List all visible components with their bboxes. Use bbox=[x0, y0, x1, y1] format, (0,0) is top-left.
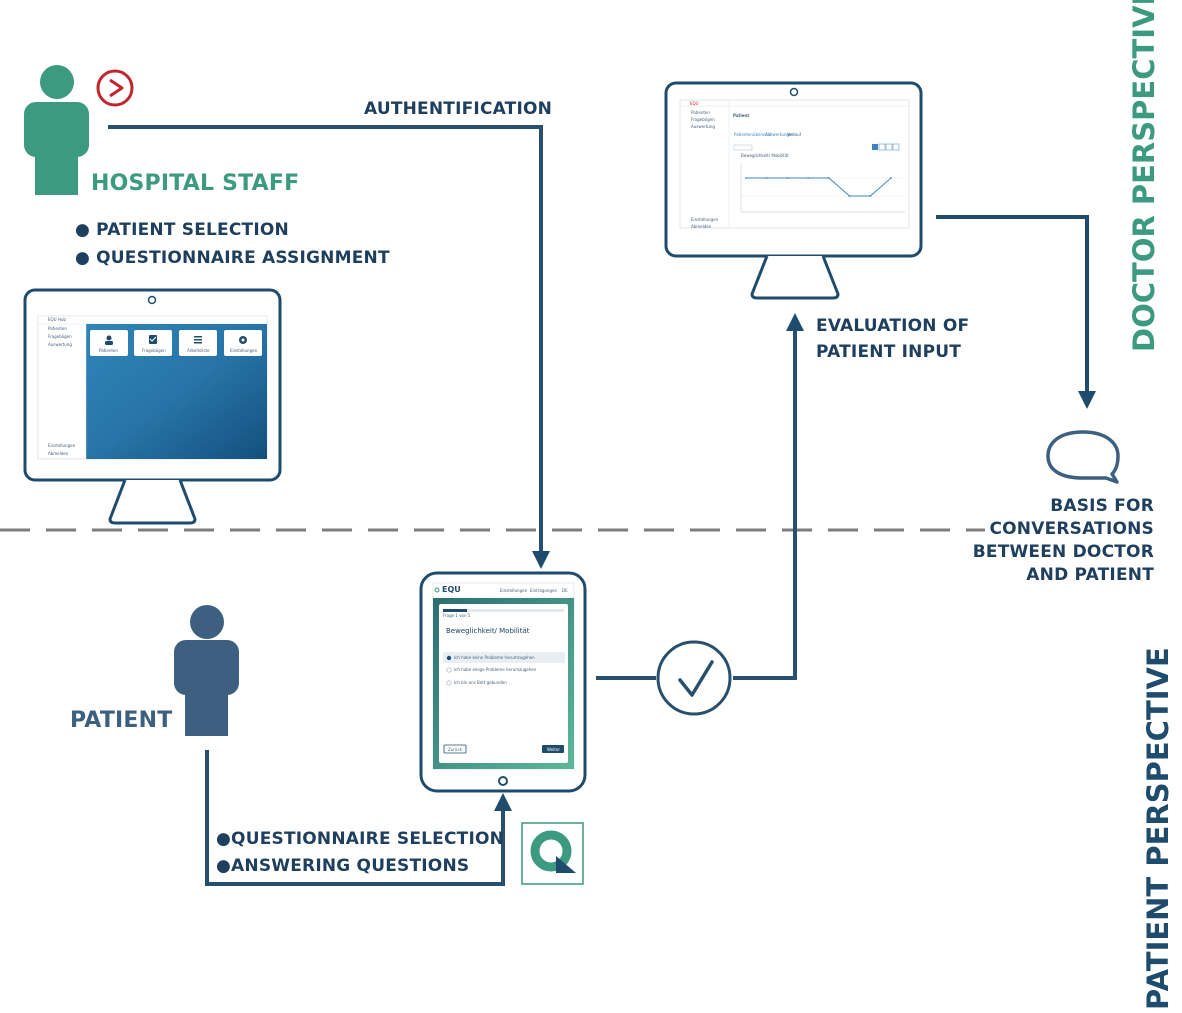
tablet-language-select[interactable]: DE bbox=[562, 588, 568, 593]
tablet-back-button[interactable]: Zurück bbox=[448, 747, 462, 752]
doctor-page-title: Patient bbox=[733, 113, 750, 118]
doctor-sidebar-item[interactable]: Einstellungen bbox=[691, 217, 719, 222]
authentification-connector bbox=[108, 125, 550, 569]
staff-app-title: EQU Hub bbox=[48, 317, 66, 322]
staff-task-patient-selection: ● PATIENT SELECTION bbox=[75, 220, 289, 240]
doctor-perspective-label: DOCTOR PERSPECTIVE bbox=[1127, 0, 1161, 352]
patient-task-label: QUESTIONNAIRE SELECTION bbox=[231, 829, 505, 849]
staff-sidebar-item[interactable]: Patienten bbox=[48, 326, 67, 331]
basis-label-line2: CONVERSATIONS bbox=[989, 519, 1154, 539]
authentification-label: AUTHENTIFICATION bbox=[364, 99, 553, 119]
doctor-chart-point bbox=[765, 177, 768, 179]
doctor-monitor bbox=[664, 81, 923, 300]
doctor-sidebar-item[interactable]: Patienten bbox=[691, 110, 710, 115]
doctor-chart-point bbox=[745, 177, 747, 179]
tablet-answer-option[interactable]: Ich habe keine Probleme herumzugehen bbox=[454, 655, 535, 660]
doctor-sidebar-item[interactable]: Auswertung bbox=[691, 124, 715, 129]
doctor-chart-point bbox=[807, 177, 810, 179]
tablet-answer-option[interactable]: Ich habe einige Probleme herumzugehen bbox=[454, 667, 537, 672]
speech-bubble-icon bbox=[1046, 430, 1120, 484]
doctor-chart-point bbox=[848, 195, 851, 197]
doctor-chart-marks bbox=[745, 177, 892, 197]
hospital-staff-icon bbox=[24, 65, 89, 195]
basis-label-line3: BETWEEN DOCTOR bbox=[972, 542, 1154, 562]
staff-tile-label[interactable]: Einstellungen bbox=[230, 348, 258, 353]
patient-perspective-label: PATIENT PERSPECTIVE bbox=[1141, 647, 1175, 1010]
basis-label-line1: BASIS FOR bbox=[1050, 496, 1154, 516]
patient-connector bbox=[205, 750, 512, 886]
tablet-header-link[interactable]: Einstellungen bbox=[500, 588, 528, 593]
hospital-staff-label: HOSPITAL STAFF bbox=[91, 171, 300, 196]
tablet bbox=[419, 571, 587, 793]
doctor-chart-point bbox=[786, 177, 789, 179]
tablet-progress-text: Frage 1 von 5 bbox=[443, 613, 471, 618]
staff-task-label: PATIENT SELECTION bbox=[96, 220, 289, 240]
staff-task-questionnaire-assignment: ● QUESTIONNAIRE ASSIGNMENT bbox=[75, 248, 390, 268]
doctor-tab[interactable]: Auswertungen bbox=[765, 132, 794, 137]
evaluation-label-line2: PATIENT INPUT bbox=[816, 342, 962, 362]
staff-task-label: QUESTIONNAIRE ASSIGNMENT bbox=[96, 248, 390, 268]
doctor-sidebar-item[interactable]: Fragebögen bbox=[691, 117, 715, 122]
staff-sidebar-item[interactable]: Abmelden bbox=[48, 451, 69, 456]
q-logo bbox=[521, 822, 584, 885]
evaluation-label-line1: EVALUATION OF bbox=[816, 316, 970, 336]
doctor-chart-title: Beweglichkeit/ Mobilität bbox=[741, 153, 789, 158]
doctor-tab[interactable]: Verlauf bbox=[787, 132, 802, 137]
doctor-tab[interactable]: Patientenübersicht bbox=[734, 132, 772, 137]
staff-tile-label[interactable]: Fragebögen bbox=[142, 348, 166, 353]
doctor-sidebar-item[interactable]: Abmelden bbox=[691, 224, 712, 229]
patient-task-answering-questions: ●ANSWERING QUESTIONS bbox=[216, 856, 470, 876]
evaluation-connector-up bbox=[733, 313, 804, 680]
patient-task-questionnaire-selection: ●QUESTIONNAIRE SELECTION bbox=[216, 829, 505, 849]
staff-tile-label[interactable]: Arbeitsliste bbox=[187, 348, 210, 353]
doctor-chart-point bbox=[869, 195, 872, 197]
tablet-header-link[interactable]: Eintragungen bbox=[530, 588, 557, 593]
patient-icon bbox=[174, 605, 239, 736]
staff-sidebar-item[interactable]: Einstellungen bbox=[48, 443, 76, 448]
conversation-connector bbox=[936, 215, 1096, 409]
doctor-app-header: EQU bbox=[690, 101, 699, 106]
tablet-answer-option[interactable]: Ich bin ans Bett gebunden bbox=[454, 680, 507, 685]
staff-tile-label[interactable]: Patienten bbox=[99, 348, 118, 353]
staff-sidebar-item[interactable]: Auswertung bbox=[48, 342, 72, 347]
patient-label: PATIENT bbox=[70, 708, 173, 733]
check-circle-icon bbox=[656, 640, 732, 716]
staff-sidebar-item[interactable]: Fragebögen bbox=[48, 334, 72, 339]
tablet-logo: EQU bbox=[442, 585, 461, 594]
patient-task-label: ANSWERING QUESTIONS bbox=[231, 856, 470, 876]
staff-monitor bbox=[23, 288, 282, 525]
basis-label-line4: AND PATIENT bbox=[1026, 565, 1154, 585]
doctor-chart-point bbox=[827, 177, 830, 179]
record-play-icon bbox=[96, 69, 134, 107]
doctor-chart-line bbox=[746, 177, 892, 197]
doctor-chart-point bbox=[890, 177, 892, 179]
tablet-question: Beweglichkeit/ Mobilität bbox=[446, 627, 530, 635]
tablet-next-button[interactable]: Weiter bbox=[547, 747, 560, 752]
